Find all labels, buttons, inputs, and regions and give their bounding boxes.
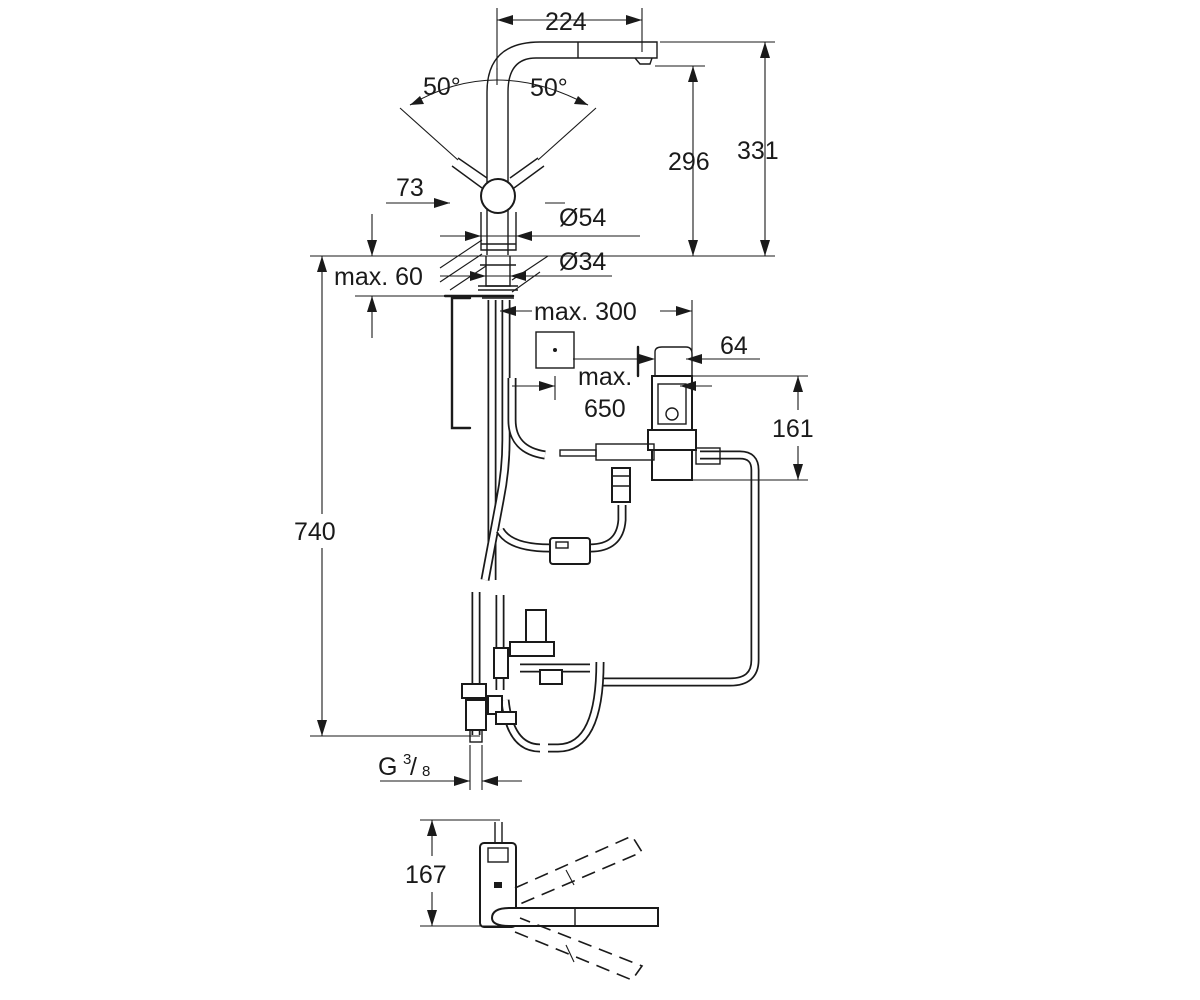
dim-shank-diameter: Ø34: [559, 248, 606, 276]
dim-thread-slash: /: [410, 753, 417, 781]
dim-max-650-line2: 650: [584, 395, 626, 423]
control-box: [559, 345, 721, 503]
inline-filter: [549, 537, 591, 565]
dim-thread-denominator: 8: [422, 763, 430, 780]
dim-hose-length: 740: [294, 518, 336, 546]
faucet-side-view: [443, 41, 658, 299]
dim-thread-numerator: 3: [403, 751, 411, 768]
dim-handle-angle-left: 50°: [423, 73, 461, 101]
dim-control-box-height: 161: [772, 415, 814, 443]
valve-body: [480, 178, 516, 214]
dim-max-300: max. 300: [534, 298, 637, 326]
dim-total-height: 331: [737, 137, 779, 165]
dim-max-650-line1: max.: [578, 363, 632, 391]
dim-body-diameter: Ø54: [559, 204, 606, 232]
deck-mounting: [439, 239, 549, 293]
dimension-labels: 224 50° 50° 296 331 73 Ø54 Ø34 max. 60 m…: [294, 8, 814, 889]
power-supply-box: [535, 331, 575, 369]
dim-spout-height: 296: [668, 148, 710, 176]
dim-top-view-height: 167: [405, 861, 447, 889]
dim-max-deck-thickness: max. 60: [334, 263, 423, 291]
dim-spout-reach: 224: [545, 8, 587, 36]
dim-thread-main: G: [378, 753, 397, 781]
dimension-lines: [310, 8, 808, 927]
faucet-top-view: [479, 822, 659, 981]
angle-valve-fittings: [461, 609, 563, 743]
dim-clearance-64: 64: [720, 332, 748, 360]
dim-lever-offset: 73: [396, 174, 424, 202]
dim-handle-angle-right: 50°: [530, 74, 568, 102]
